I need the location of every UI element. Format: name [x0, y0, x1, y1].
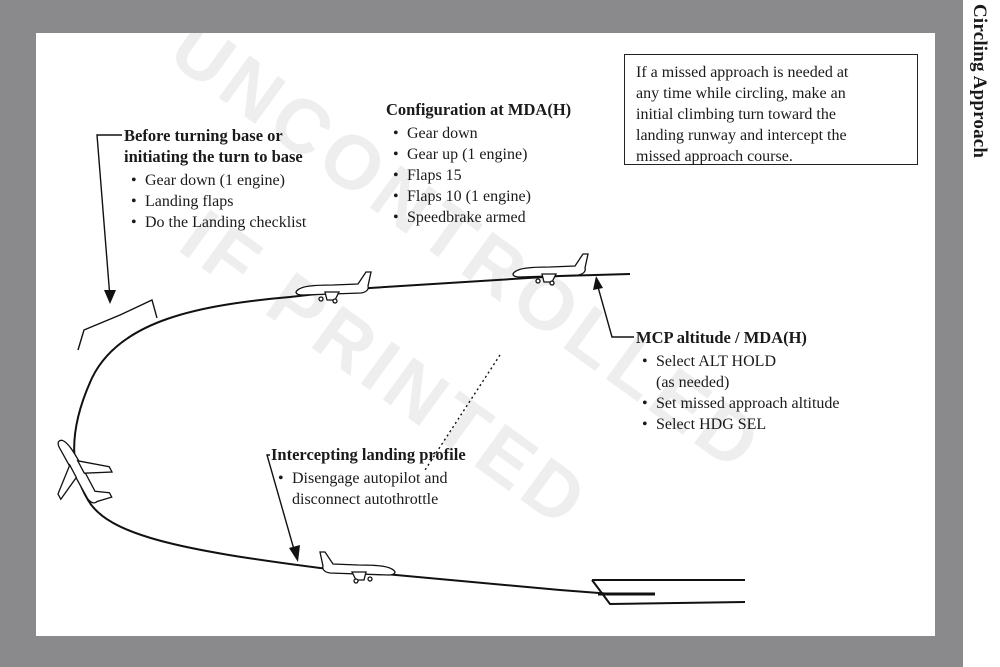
base-turn-leader: [96, 134, 122, 299]
airplane-icon: [319, 551, 396, 584]
intercept-leader: [266, 454, 296, 554]
note-line: missed approach course.: [636, 148, 793, 165]
mcp-leader: [597, 286, 634, 338]
list-item: Speedbrake armed: [391, 207, 531, 228]
list-item: Do the Landing checklist: [129, 212, 306, 233]
list-item-continued: (as needed): [640, 372, 840, 393]
airplane-icon: [295, 271, 372, 304]
note-line: If a missed approach is needed at: [636, 64, 849, 81]
list-item: Select HDG SEL: [640, 414, 840, 435]
base-turn-list: Gear down (1 engine) Landing flaps Do th…: [129, 170, 306, 233]
note-line: any time while circling, make an: [636, 85, 846, 102]
list-item: Disengage autopilot and: [276, 468, 448, 489]
missed-approach-note: If a missed approach is needed at any ti…: [624, 54, 918, 165]
list-item-text: disconnect autothrottle: [292, 491, 439, 508]
base-turn-arrowhead: [104, 290, 116, 304]
note-line: landing runway and intercept the: [636, 127, 847, 144]
list-item-continued: disconnect autothrottle: [276, 489, 448, 510]
intercept-arrowhead: [289, 545, 300, 562]
list-item: Select ALT HOLD: [640, 351, 840, 372]
airplane-icon: [512, 253, 589, 286]
list-item: Landing flaps: [129, 191, 306, 212]
section-title: Circling Approach: [969, 4, 990, 159]
base-turn-heading-2: initiating the turn to base: [124, 147, 303, 166]
circling-flight-path: [73, 273, 631, 595]
list-item: Gear down (1 engine): [129, 170, 306, 191]
list-item: Flaps 15: [391, 165, 531, 186]
list-item-text: (as needed): [656, 374, 730, 391]
config-heading: Configuration at MDA(H): [386, 100, 572, 119]
mcp-list: Select ALT HOLD (as needed) Set missed a…: [640, 351, 840, 435]
note-line: initial climbing turn toward the: [636, 106, 836, 123]
intercept-heading: Intercepting landing profile: [271, 445, 466, 464]
mcp-heading: MCP altitude / MDA(H): [636, 328, 807, 347]
config-list: Gear down Gear up (1 engine) Flaps 15 Fl…: [391, 123, 531, 228]
list-item: Gear up (1 engine): [391, 144, 531, 165]
airplane-icon: [57, 439, 114, 504]
base-turn-brace: [77, 299, 158, 351]
list-item: Gear down: [391, 123, 531, 144]
base-turn-heading-1: Before turning base or: [124, 126, 283, 145]
list-item: Set missed approach altitude: [640, 393, 840, 414]
side-tab: [963, 0, 1000, 667]
intercept-list: Disengage autopilot and disconnect autot…: [276, 468, 448, 510]
mcp-arrowhead: [593, 276, 603, 290]
runway: [591, 579, 746, 606]
list-item: Flaps 10 (1 engine): [391, 186, 531, 207]
